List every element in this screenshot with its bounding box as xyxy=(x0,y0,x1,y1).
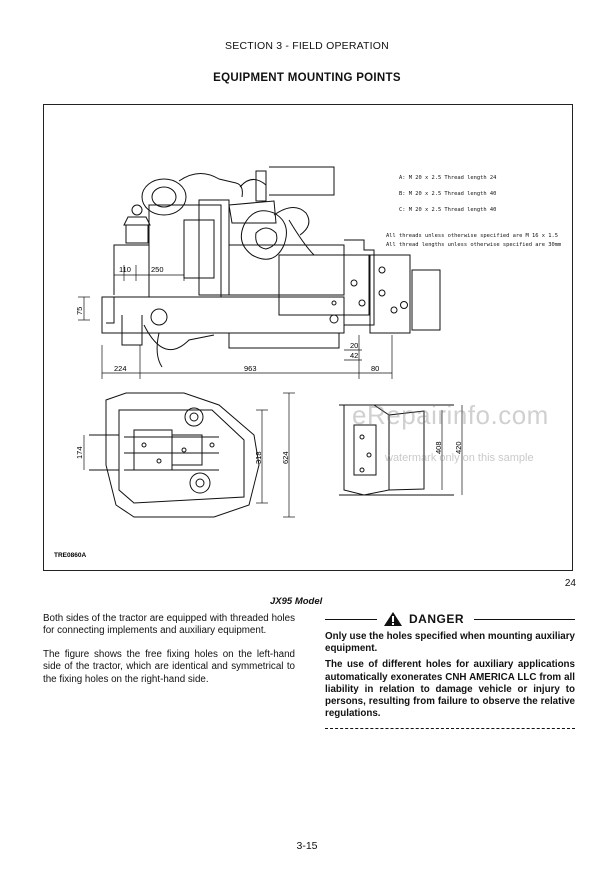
thread-notes: A: M 20 x 2.5 Thread length 24 B: M 20 x… xyxy=(386,175,561,248)
dim-20: 20 xyxy=(350,341,358,350)
page-number: 3-15 xyxy=(296,840,318,852)
danger-body: Only use the holes specified when mounti… xyxy=(325,631,575,720)
dim-963: 963 xyxy=(244,364,257,373)
paragraph-threaded-holes: Both sides of the tractor are equipped w… xyxy=(43,613,295,637)
dim-75: 75 xyxy=(75,307,84,315)
danger-label: DANGER xyxy=(409,612,465,626)
watermark-text: eRepairinfo.com xyxy=(352,400,549,430)
tractor-mounting-diagram: 110 250 75 224 963 80 20 42 A: M 20 x 2.… xyxy=(54,166,561,559)
warning-triangle-icon xyxy=(384,612,402,626)
body-text: Both sides of the tractor are equipped w… xyxy=(43,613,295,697)
rear-view-drawing xyxy=(339,404,454,496)
dim-250: 250 xyxy=(151,265,164,274)
figure-number: 24 xyxy=(564,578,576,589)
danger-text-1: Only use the holes specified when mounti… xyxy=(325,631,575,655)
danger-header: DANGER xyxy=(325,611,575,627)
figure-caption: JX95 Model xyxy=(270,596,323,607)
note-default-thread: All threads unless otherwise specified a… xyxy=(386,233,558,239)
top-view-dimensions xyxy=(83,392,295,518)
danger-notice: DANGER Only use the holes specified when… xyxy=(325,611,575,730)
watermark-subtext: watermark only on this sample xyxy=(385,452,534,464)
note-a: A: M 20 x 2.5 Thread length 24 xyxy=(399,175,496,181)
figure-frame: 110 250 75 224 963 80 20 42 A: M 20 x 2.… xyxy=(43,104,573,571)
dim-224: 224 xyxy=(114,364,127,373)
note-default-length: All thread lengths unless otherwise spec… xyxy=(386,242,561,248)
dim-80: 80 xyxy=(371,364,379,373)
dim-42: 42 xyxy=(350,351,358,360)
danger-text-2: The use of different holes for auxiliary… xyxy=(325,659,575,720)
figure-code: TRE0860A xyxy=(54,552,86,559)
dim-420: 420 xyxy=(454,441,463,454)
note-c: C: M 20 x 2.5 Thread length 40 xyxy=(399,207,496,213)
rear-view-dimensions xyxy=(441,405,463,495)
dim-624: 624 xyxy=(281,451,290,464)
dim-408: 408 xyxy=(434,441,443,454)
dim-174: 174 xyxy=(75,446,84,459)
dim-318: 318 xyxy=(254,451,263,464)
danger-bottom-rule xyxy=(325,728,575,730)
note-b: B: M 20 x 2.5 Thread length 40 xyxy=(399,191,496,197)
section-header: SECTION 3 - FIELD OPERATION xyxy=(225,40,389,52)
top-view-drawing xyxy=(89,392,260,518)
page-title: EQUIPMENT MOUNTING POINTS xyxy=(213,72,401,84)
side-view-dimensions xyxy=(78,265,393,379)
paragraph-fixing-holes: The figure shows the free fixing holes o… xyxy=(43,648,295,685)
dim-110: 110 xyxy=(119,265,131,274)
side-view-drawing xyxy=(101,166,441,368)
